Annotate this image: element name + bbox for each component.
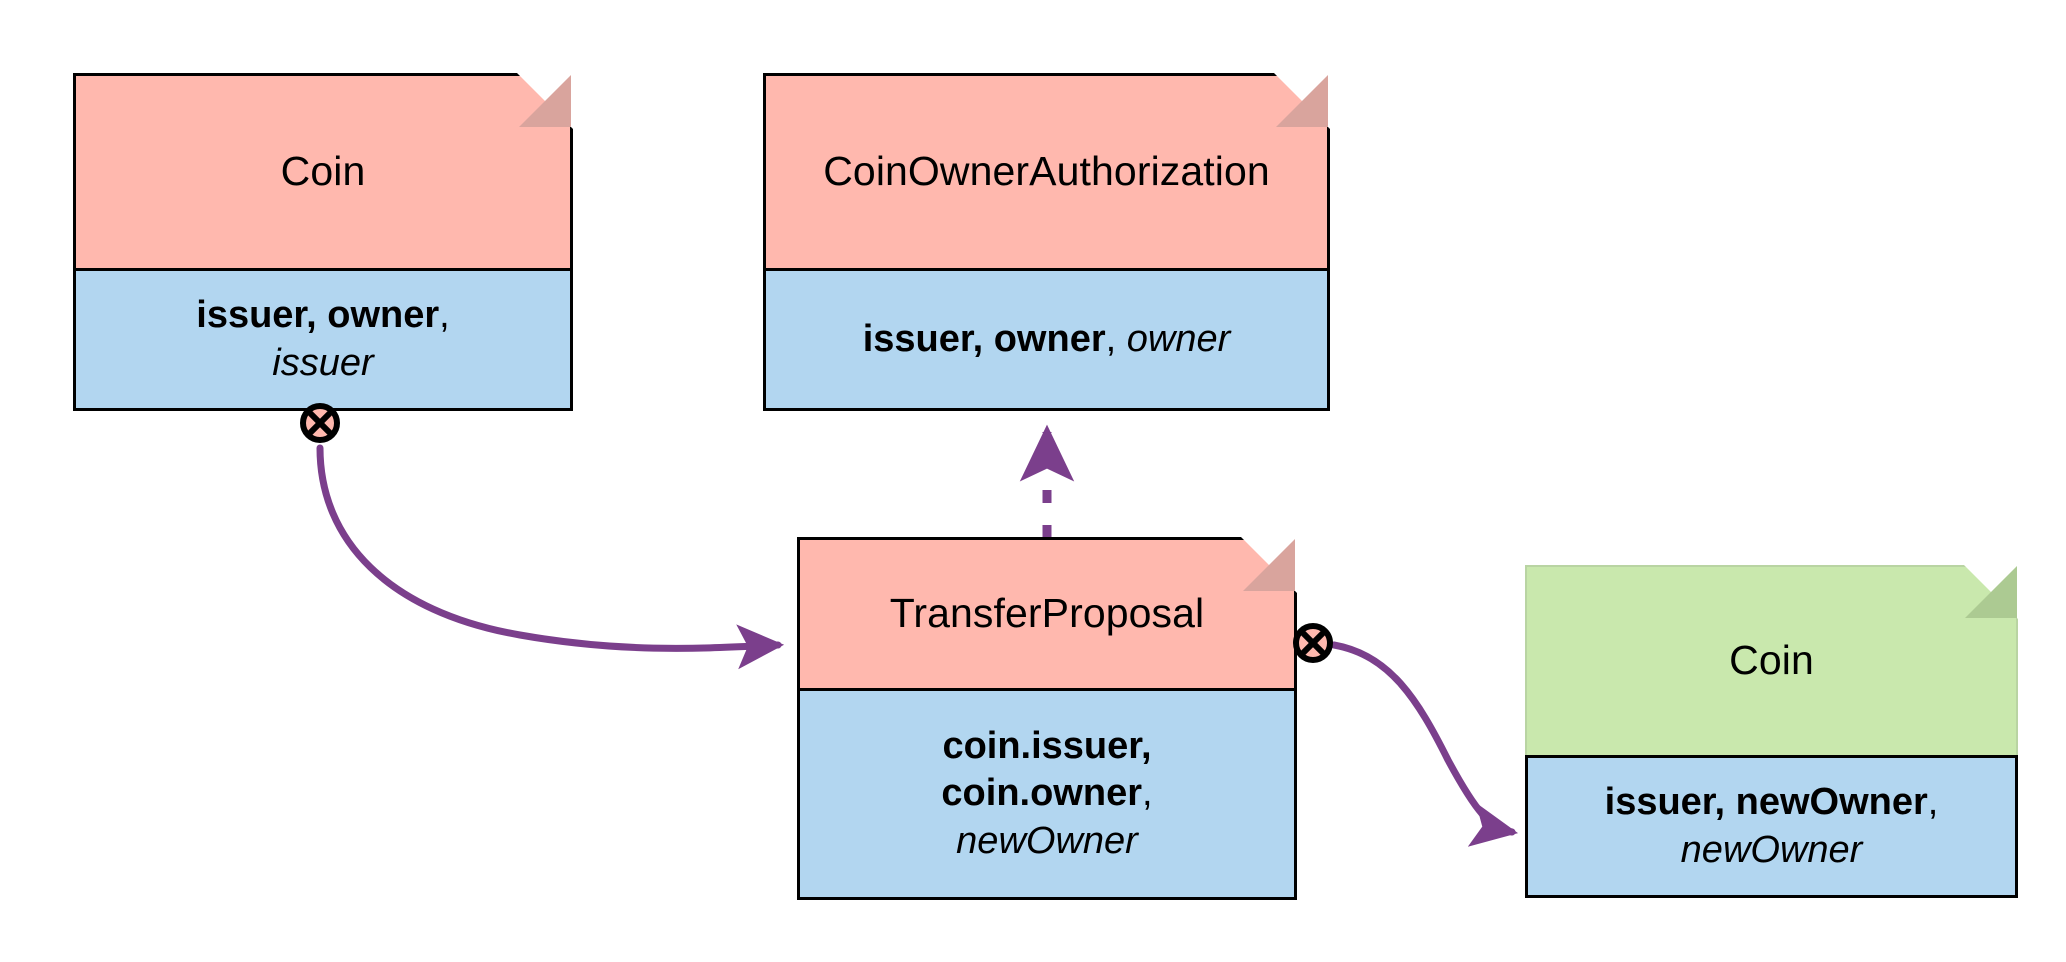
coin-owner-authorization-node[interactable]: CoinOwnerAuthorization issuer, owner, ow… bbox=[763, 73, 1330, 411]
coin-input-body: issuer, owner,issuer bbox=[73, 268, 573, 411]
transfer-proposal-header: TransferProposal bbox=[797, 537, 1297, 688]
edge-coin-input-to-transfer-proposal bbox=[316, 444, 785, 670]
folded-corner-icon bbox=[519, 75, 571, 127]
transfer-proposal-body: coin.issuer,coin.owner,newOwner bbox=[797, 688, 1297, 900]
coin-input-node[interactable]: Coin issuer, owner,issuer bbox=[73, 73, 573, 411]
folded-corner-icon bbox=[1243, 539, 1295, 591]
folded-corner-icon bbox=[1276, 75, 1328, 127]
coin-input-header: Coin bbox=[73, 73, 573, 268]
coin-owner-authorization-body: issuer, owner, owner bbox=[763, 268, 1330, 411]
transfer-proposal-node[interactable]: TransferProposal coin.issuer,coin.owner,… bbox=[797, 537, 1297, 900]
edge-transfer-proposal-to-coin-output bbox=[1330, 641, 1519, 847]
coin-output-node[interactable]: Coin issuer, newOwner,newOwner bbox=[1525, 564, 2019, 898]
coin-owner-authorization-attributes: issuer, owner, owner bbox=[862, 317, 1231, 360]
circle-x-pin-transfer-proposal[interactable] bbox=[1291, 621, 1335, 665]
coin-input-title: Coin bbox=[280, 148, 366, 195]
transfer-proposal-title: TransferProposal bbox=[889, 590, 1205, 637]
coin-output-body: issuer, newOwner,newOwner bbox=[1525, 755, 2018, 898]
coin-owner-authorization-title: CoinOwnerAuthorization bbox=[823, 148, 1270, 195]
coin-input-attributes: issuer, owner,issuer bbox=[196, 294, 450, 384]
folded-corner-icon bbox=[1965, 566, 2017, 618]
transfer-proposal-attributes: coin.issuer,coin.owner,newOwner bbox=[941, 724, 1153, 862]
coin-output-header: Coin bbox=[1525, 564, 2019, 755]
circle-x-pin-coin-input[interactable] bbox=[298, 401, 342, 445]
coin-owner-authorization-header: CoinOwnerAuthorization bbox=[763, 73, 1330, 268]
coin-output-title: Coin bbox=[1729, 637, 1814, 684]
coin-output-attributes: issuer, newOwner,newOwner bbox=[1604, 781, 1939, 871]
